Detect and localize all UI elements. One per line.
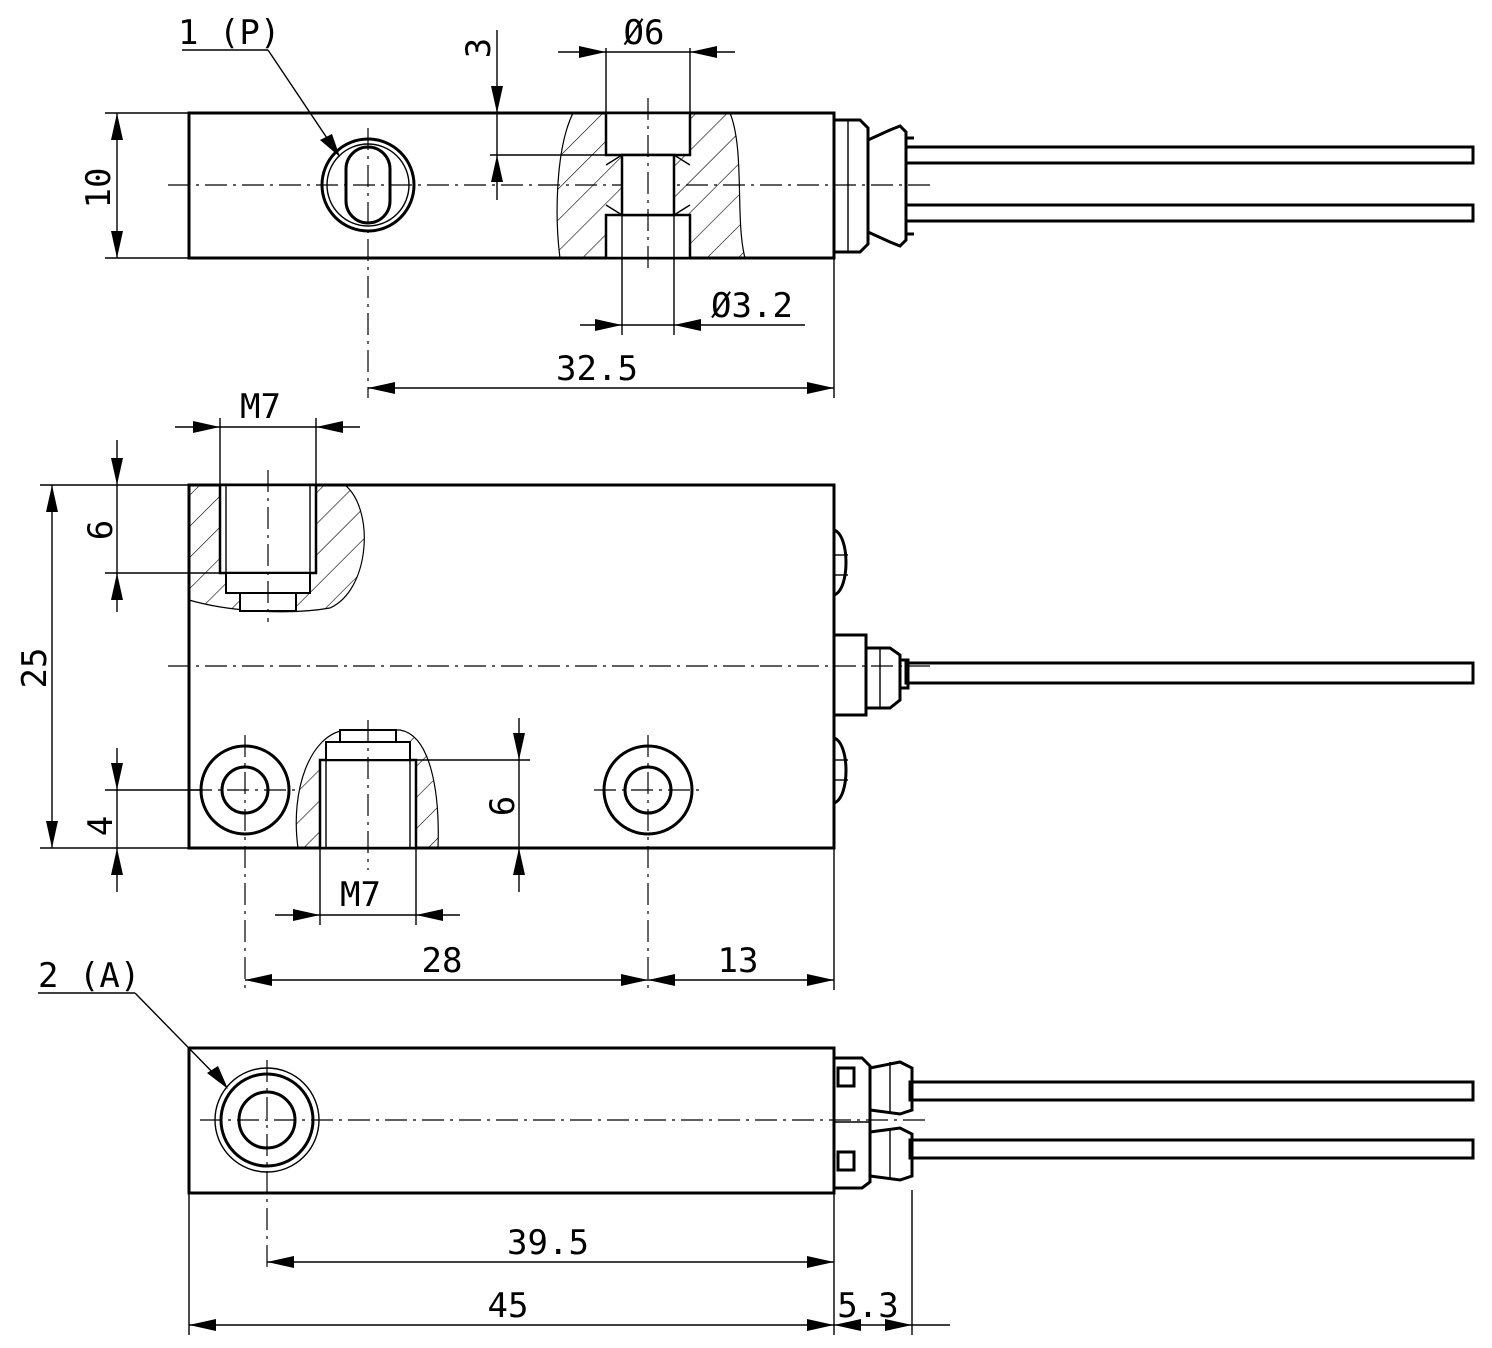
- dimension-lines: [38, 30, 950, 1335]
- dim-28: 28: [422, 941, 463, 981]
- dim-39-5: 39.5: [507, 1223, 589, 1263]
- label-port-1: 1 (P): [178, 13, 280, 53]
- dim-3: 3: [459, 38, 499, 58]
- dim-25: 25: [15, 648, 55, 689]
- label-m7-bottom: M7: [340, 875, 381, 915]
- wire-1: [904, 145, 1475, 165]
- dimension-text: 1 (P) 2 (A) M7 M7 10 3 Ø6 Ø3.2 32.5 25 6…: [15, 13, 899, 1326]
- wire-middle: [904, 661, 1475, 685]
- side-bump-lower: [833, 736, 848, 805]
- top-connector: [834, 118, 914, 254]
- bottom-connector: [834, 1056, 914, 1190]
- dim-dia-6: Ø6: [624, 13, 665, 53]
- bottom-wires: [908, 1080, 1475, 1160]
- dim-32-5: 32.5: [556, 349, 638, 389]
- wire-3: [908, 1080, 1475, 1102]
- dim-dia-3-2: Ø3.2: [711, 286, 793, 326]
- dim-13: 13: [718, 941, 759, 981]
- middle-view: [168, 470, 1475, 990]
- label-port-2: 2 (A): [38, 956, 140, 996]
- dim-10: 10: [79, 168, 119, 209]
- dim-5-3: 5.3: [837, 1286, 898, 1326]
- top-view: [168, 98, 1475, 398]
- mounting-hole-left: [190, 735, 300, 990]
- dim-45: 45: [488, 1286, 529, 1326]
- wire-4: [908, 1138, 1475, 1160]
- wire-2: [904, 203, 1475, 223]
- bottom-view: [187, 1046, 1475, 1270]
- middle-connector: [832, 633, 910, 717]
- dim-4: 4: [81, 816, 121, 836]
- label-m7-top: M7: [240, 387, 281, 427]
- top-wires: [904, 145, 1475, 223]
- side-bump-upper: [833, 528, 848, 597]
- dim-6-bottom: 6: [483, 796, 523, 816]
- mounting-hole-right: [594, 735, 703, 990]
- dim-6-top: 6: [81, 520, 121, 540]
